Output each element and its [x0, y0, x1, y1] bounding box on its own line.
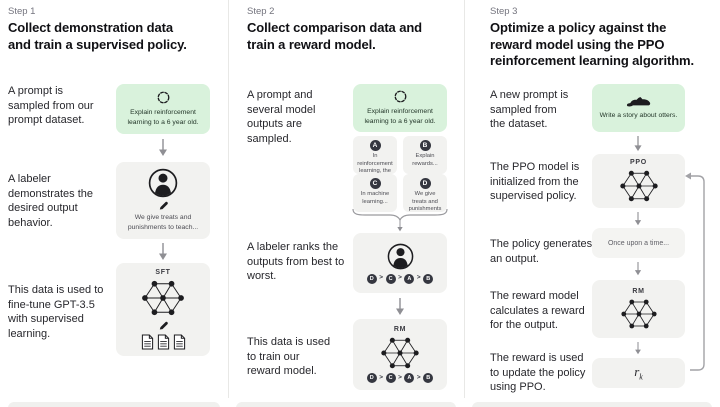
- rank-letter: C: [385, 273, 396, 284]
- column-divider-1: [228, 0, 229, 398]
- otter-icon: [626, 96, 652, 108]
- arrow-down-icon: [633, 136, 643, 152]
- step1-caption-prompt: A prompt is sampled from our prompt data…: [8, 85, 94, 127]
- rank-separator: >: [416, 274, 421, 282]
- step3-caption-prompt: A new prompt is sampled from the dataset…: [490, 89, 569, 131]
- step1-label: Step 1: [8, 6, 36, 17]
- cycle-icon: [156, 90, 171, 105]
- step1-caption-labeler: A labeler demonstrates the desired outpu…: [8, 173, 93, 229]
- loop-arrow-icon: [685, 172, 705, 371]
- output-text-b: Explain rewards...: [412, 153, 438, 167]
- person-icon: [387, 243, 414, 270]
- rank-separator: >: [379, 373, 384, 381]
- rm-title: RM: [632, 288, 645, 295]
- neural-net-icon: [619, 169, 659, 203]
- rank-letter: A: [404, 373, 415, 383]
- step2-caption-rank: A labeler ranks the outputs from best to…: [247, 241, 345, 283]
- output-letter-a: A: [369, 140, 381, 151]
- step2-heading: Collect comparison data and train a rewa…: [247, 20, 423, 52]
- step3-prompt-text: Write a story about otters.: [599, 111, 678, 119]
- rank-letter: A: [404, 273, 415, 284]
- rank-letter: D: [366, 373, 377, 383]
- next-row-card-top: [8, 402, 220, 407]
- arrow-down-icon: [396, 220, 404, 232]
- sft-title: SFT: [155, 269, 171, 276]
- reward-value: rk: [634, 364, 643, 382]
- output-text-d: We give treats and punishments to teach.…: [408, 191, 442, 212]
- output-box-b: B Explain rewards...: [403, 136, 447, 174]
- arrow-down-icon: [633, 212, 643, 226]
- policy-output-text: Once upon a time...: [607, 239, 670, 247]
- arrow-down-icon: [395, 298, 405, 316]
- neural-net-icon: [380, 336, 420, 370]
- documents-row: [141, 334, 186, 350]
- step1-labeler-box: We give treats and punishments to teach.…: [116, 162, 210, 239]
- ranking-row: D > C > A > B: [366, 373, 434, 383]
- output-text-a: In reinforcement learning, the agent is.…: [357, 153, 393, 174]
- output-box-d: D We give treats and punishments to teac…: [403, 174, 447, 212]
- step1-caption-finetune: This data is used to fine-tune GPT-3.5 w…: [8, 284, 104, 340]
- rank-separator: >: [379, 274, 384, 282]
- step3-caption-init: The PPO model is initialized from the su…: [490, 161, 580, 203]
- arrow-down-icon: [158, 139, 168, 157]
- rank-separator: >: [416, 373, 421, 381]
- arrow-down-icon: [158, 243, 168, 261]
- ppo-title: PPO: [630, 159, 647, 166]
- step3-rm-box: RM: [592, 280, 685, 338]
- output-box-c: C In machine learning...: [353, 174, 397, 212]
- step2-prompt-box: Explain reinforcement learning to a 6 ye…: [353, 84, 447, 132]
- arrow-down-icon: [633, 342, 643, 355]
- step3-ppo-box: PPO: [592, 154, 685, 208]
- output-letter-d: D: [419, 178, 431, 189]
- step3-heading: Optimize a policy against the reward mod…: [490, 20, 695, 69]
- step2-caption-sampled: A prompt and several model outputs are s…: [247, 89, 316, 145]
- step2-labeler-box: D > C > A > B: [353, 233, 447, 293]
- cycle-icon: [393, 89, 408, 104]
- ranking-row: D > C > A > B: [366, 273, 434, 284]
- step2-rm-box: RM D > C > A > B: [353, 319, 447, 390]
- arrow-down-icon: [633, 262, 643, 276]
- neural-net-icon: [620, 298, 658, 330]
- column-divider-2: [464, 0, 465, 398]
- step3-caption-reward: The reward model calculates a reward for…: [490, 290, 585, 332]
- step1-prompt-box: Explain reinforcement learning to a 6 ye…: [116, 84, 210, 134]
- rank-letter: B: [423, 273, 434, 284]
- rank-separator: >: [398, 274, 402, 282]
- step3-label: Step 3: [490, 6, 518, 17]
- person-icon: [148, 168, 178, 198]
- document-icon: [173, 334, 186, 350]
- rank-letter: D: [366, 273, 377, 284]
- step1-labeler-text: We give treats and punishments to teach.…: [127, 214, 199, 231]
- step2-label: Step 2: [247, 6, 275, 17]
- rank-separator: >: [398, 373, 402, 381]
- step3-prompt-box: Write a story about otters.: [592, 84, 685, 132]
- document-icon: [157, 334, 170, 350]
- pencil-icon: [158, 200, 169, 211]
- next-row-card-top: [472, 402, 712, 407]
- rm-title: RM: [393, 326, 407, 333]
- step1-heading: Collect demonstration data and train a s…: [8, 20, 187, 52]
- output-letter-c: C: [369, 178, 381, 189]
- pencil-icon: [158, 320, 169, 331]
- step2-prompt-text: Explain reinforcement learning to a 6 ye…: [364, 108, 436, 125]
- step3-caption-update: The reward is used to update the policy …: [490, 352, 586, 394]
- rank-letter: C: [385, 373, 396, 383]
- step1-sft-box: SFT: [116, 263, 210, 356]
- step3-caption-generate: The policy generates an output.: [490, 238, 593, 265]
- step3-output-box: Once upon a time...: [592, 228, 685, 258]
- document-icon: [141, 334, 154, 350]
- output-letter-b: B: [419, 140, 431, 151]
- next-row-card-top: [236, 402, 456, 407]
- output-box-a: A In reinforcement learning, the agent i…: [353, 136, 397, 174]
- step3-reward-box: rk: [592, 358, 685, 388]
- rank-letter: B: [423, 373, 434, 383]
- neural-net-icon: [141, 279, 185, 317]
- step2-caption-train: This data is used to train our reward mo…: [247, 336, 331, 378]
- output-text-c: In machine learning...: [360, 191, 390, 205]
- step1-prompt-text: Explain reinforcement learning to a 6 ye…: [127, 109, 199, 126]
